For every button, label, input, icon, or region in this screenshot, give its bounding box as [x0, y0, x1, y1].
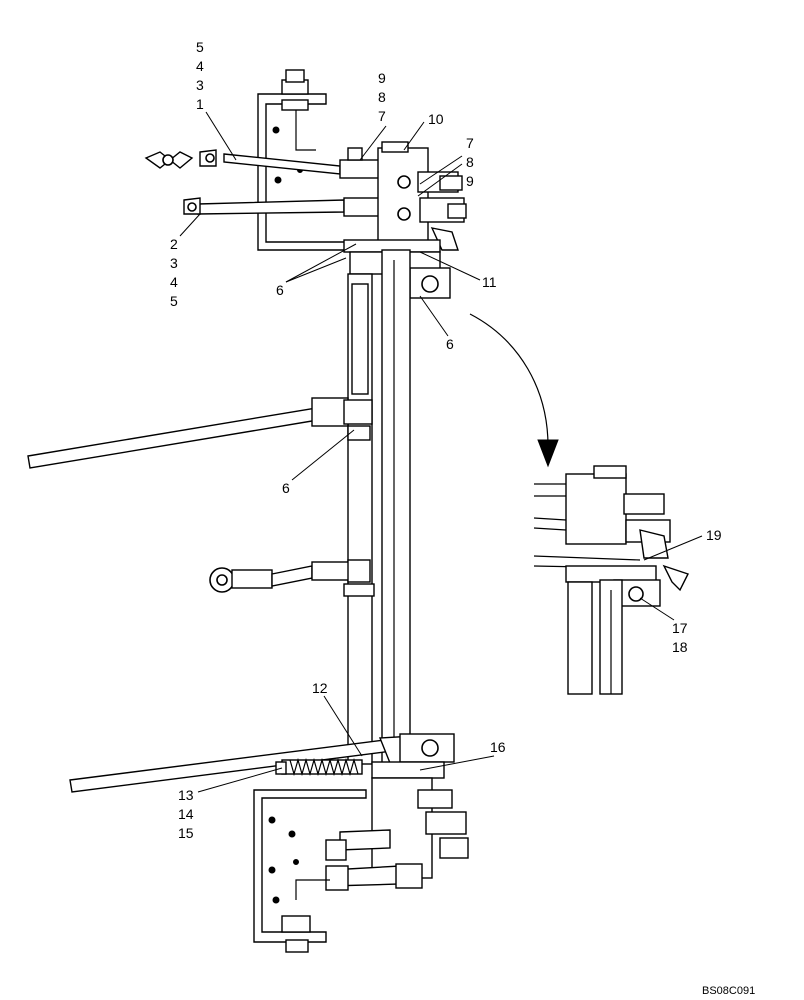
long-lever-upper [27, 397, 373, 469]
callout-8b: 8 [466, 154, 474, 170]
callout-3a: 3 [196, 77, 204, 93]
wing-nut [144, 151, 194, 169]
callout-9b: 9 [466, 173, 474, 189]
figure-code: BS08C091 [702, 985, 755, 997]
callout-10: 10 [428, 111, 444, 127]
callout-11: 11 [482, 274, 497, 290]
callout-7a: 7 [378, 108, 386, 124]
callout-6-mid: 6 [446, 336, 454, 352]
callout-16: 16 [490, 739, 506, 755]
callout-labels: 5 4 3 1 9 8 7 10 7 8 9 2 3 4 5 6 11 6 6 … [170, 39, 722, 841]
upper-valve-block [377, 141, 467, 251]
callout-1: 1 [196, 96, 204, 112]
upper-control-rods [183, 147, 383, 217]
bottom-mounting-bracket [253, 789, 367, 953]
leader-lines [179, 111, 703, 793]
callout-8a: 8 [378, 89, 386, 105]
top-mounting-bracket [257, 69, 351, 251]
main-vertical-tubes [347, 249, 411, 771]
lower-valve-block [325, 733, 469, 891]
callout-9a: 9 [378, 70, 386, 86]
callout-17: 17 [672, 620, 688, 636]
callout-4a: 4 [196, 58, 204, 74]
callout-6-upper: 6 [276, 282, 284, 298]
callout-7b: 7 [466, 135, 474, 151]
callout-5a: 5 [196, 39, 204, 55]
callout-18: 18 [672, 639, 688, 655]
callout-13: 13 [178, 787, 194, 803]
detail-arrow [469, 313, 559, 468]
callout-6-lower: 6 [282, 480, 290, 496]
callout-3b: 3 [170, 255, 178, 271]
mid-rod-eye [209, 559, 375, 597]
detail-inset [533, 465, 689, 695]
callout-4b: 4 [170, 274, 178, 290]
callout-12: 12 [312, 680, 328, 696]
callout-14: 14 [178, 806, 194, 822]
callout-15: 15 [178, 825, 194, 841]
callout-2: 2 [170, 236, 178, 252]
callout-19: 19 [706, 527, 722, 543]
callout-5b: 5 [170, 293, 178, 309]
